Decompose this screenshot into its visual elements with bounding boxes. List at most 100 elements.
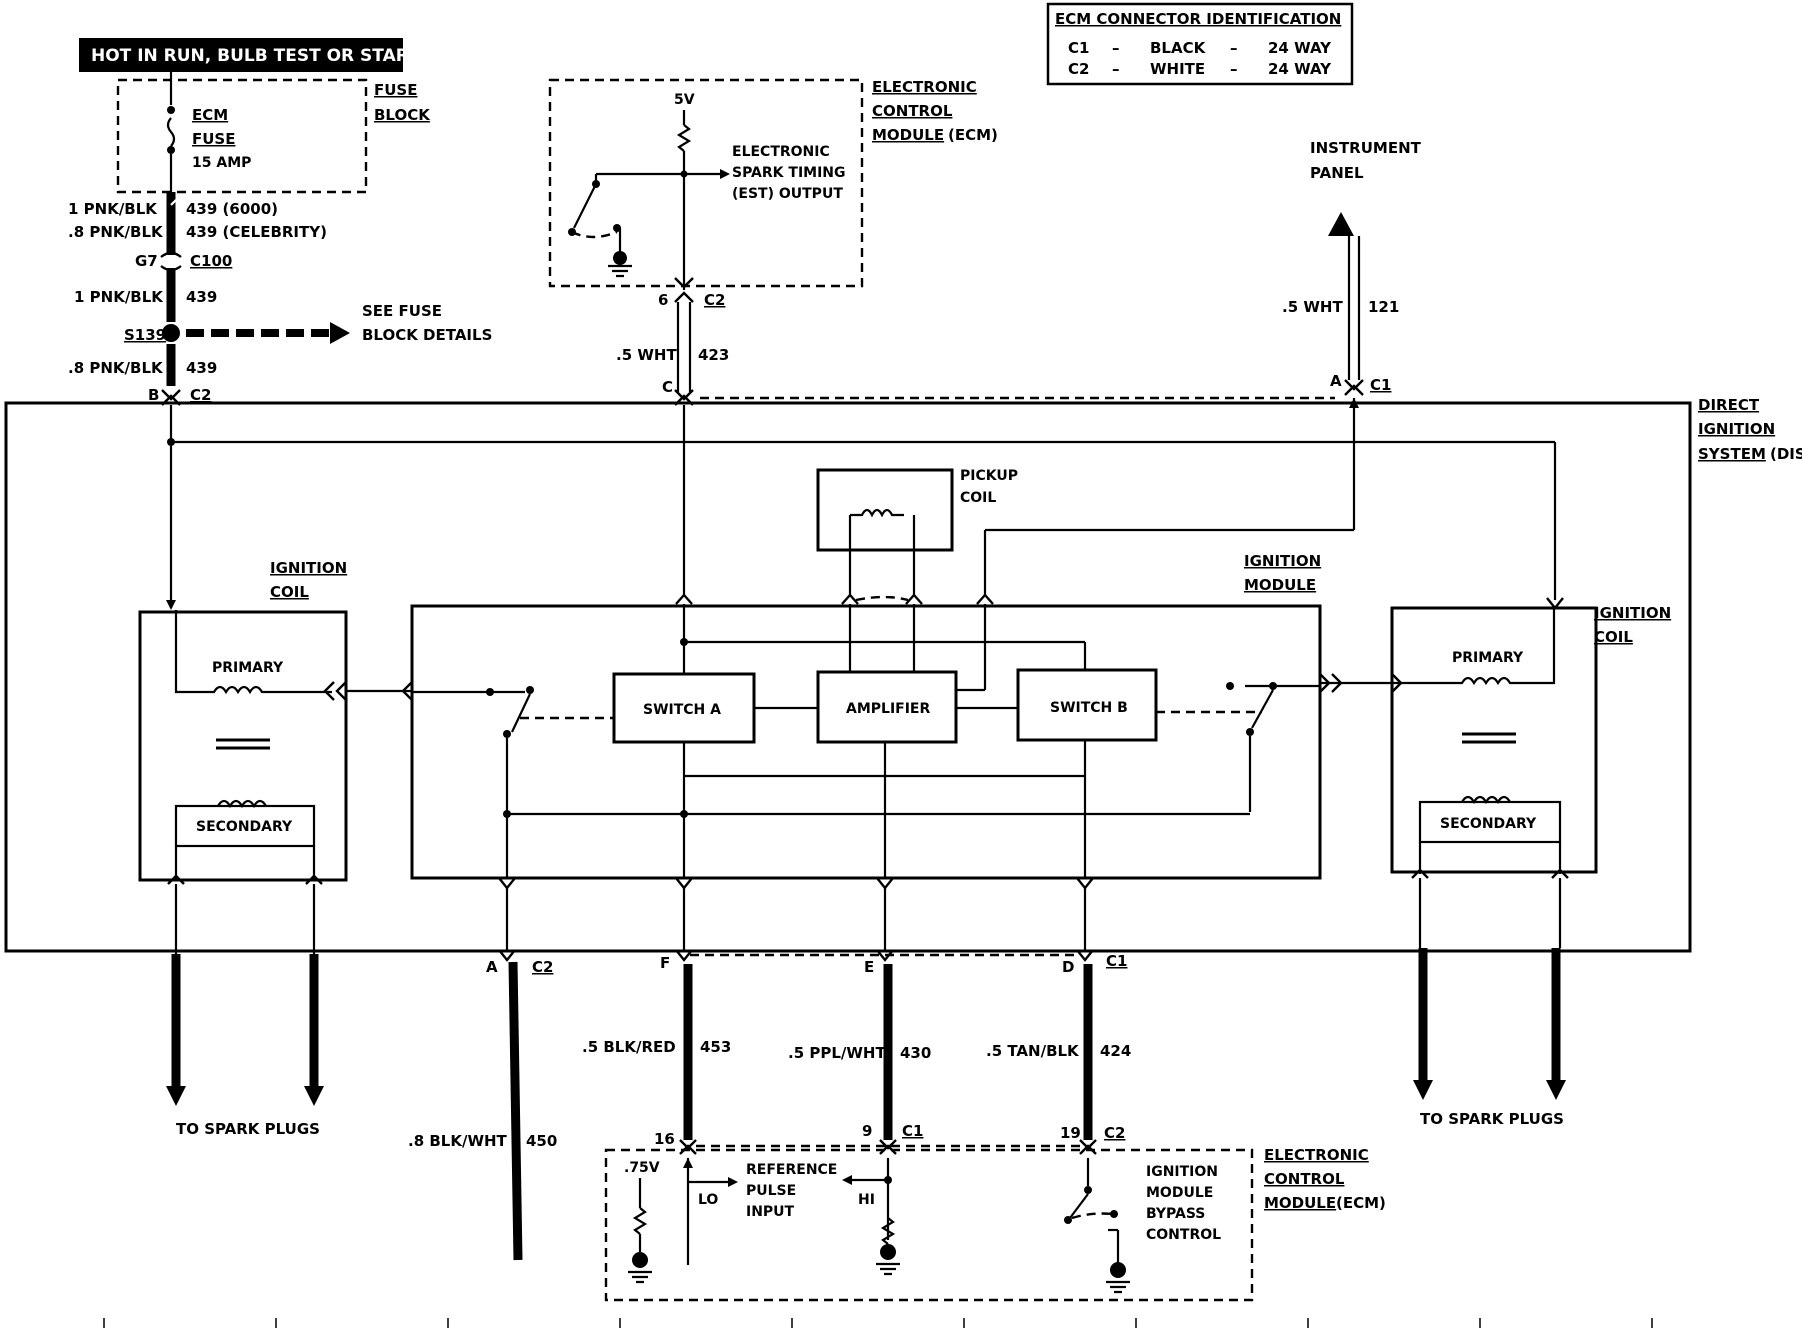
f-circuit: 453 (700, 1038, 731, 1056)
secondary-winding-icon (217, 799, 267, 809)
wire-4-circuit: 439 (186, 359, 217, 377)
bypass-label-2: MODULE (1146, 1185, 1213, 1201)
pin-f: F (660, 954, 670, 972)
arrow-down-icon (1413, 1080, 1433, 1100)
ip-pin-conn: C1 (1370, 376, 1391, 394)
switch-b-label: SWITCH B (1050, 700, 1128, 716)
module-label-2: MODULE (1244, 576, 1316, 594)
ecm-bottom-label-1: ELECTRONIC (1264, 1146, 1369, 1164)
conn-row-2-color: WHITE (1150, 60, 1205, 78)
f-gauge: .5 BLK/RED (582, 1038, 676, 1056)
conn-row-2-way: 24 WAY (1268, 60, 1332, 78)
bottom-wires: A C2 .8 BLK/WHT 450 F .5 BLK/RED 453 16 … (408, 952, 1131, 1261)
lo-label: LO (698, 1192, 718, 1208)
ignition-coil-left: IGNITION COIL PRIMARY SECONDARY (138, 559, 413, 885)
coil-left-label-1: IGNITION (270, 559, 347, 577)
arrow-down-icon (304, 1086, 324, 1106)
coil-left-primary: PRIMARY (212, 660, 284, 676)
coil-right-secondary: SECONDARY (1440, 816, 1537, 832)
a-circuit: 450 (526, 1132, 557, 1150)
arrow-up-icon (1328, 212, 1354, 236)
e-ecm-pin: 9 (862, 1122, 872, 1140)
bypass-label-1: IGNITION (1146, 1164, 1218, 1180)
coil-left-secondary: SECONDARY (196, 819, 293, 835)
ignition-coil-right: IGNITION COIL PRIMARY SECONDARY (1319, 604, 1671, 879)
pickup-label-2: COIL (960, 490, 996, 506)
d-ecm-pin: 19 (1060, 1124, 1081, 1142)
hi-label: HI (858, 1192, 875, 1208)
ecm-top-label-1: ELECTRONIC (872, 78, 977, 96)
bypass-label-4: CONTROL (1146, 1227, 1221, 1243)
ecm-bottom-label-4: (ECM) (1336, 1194, 1386, 1212)
arrow-down-icon (166, 1086, 186, 1106)
est-label-3: (EST) OUTPUT (732, 186, 843, 202)
wire-2-circuit: 439 (CELEBRITY) (186, 223, 327, 241)
d-ecm-conn: C2 (1104, 1124, 1125, 1142)
ecm-top: ELECTRONIC CONTROL MODULE (ECM) 5V ELECT… (548, 78, 998, 406)
ecm-top-label-4: (ECM) (948, 126, 998, 144)
header-banner-text: HOT IN RUN, BULB TEST OR START (91, 46, 420, 66)
conn-row-1-dash1: – (1112, 39, 1120, 57)
wire-2-gauge: .8 PNK/BLK (68, 223, 164, 241)
spark-left-label: TO SPARK PLUGS (176, 1120, 320, 1138)
est-label-2: SPARK TIMING (732, 165, 846, 181)
pin-b-conn: C2 (190, 386, 211, 404)
ecm-top-pin-conn: C2 (704, 291, 725, 309)
ground-icon (628, 1270, 652, 1284)
ground-icon (876, 1262, 900, 1276)
instrument-label-2: PANEL (1310, 164, 1364, 182)
coil-right-label-1: IGNITION (1594, 604, 1671, 622)
see-fuse-2: BLOCK DETAILS (362, 326, 492, 344)
ref-label-2: PULSE (746, 1183, 796, 1199)
ground-icon (1106, 1280, 1130, 1294)
conn-row-1-id: C1 (1068, 39, 1089, 57)
splice-label: S139 (124, 326, 166, 344)
arrow-down-icon (1546, 1080, 1566, 1100)
pin-a-conn: C2 (532, 958, 553, 976)
f-ecm-pin: 16 (654, 1130, 675, 1148)
ecm-connector-id-table: ECM CONNECTOR IDENTIFICATION C1 – BLACK … (1046, 2, 1354, 86)
resistor-icon (676, 124, 692, 152)
fuse-block: FUSE BLOCK ECM FUSE 15 AMP (116, 72, 431, 194)
c100-connector-icon (160, 251, 182, 272)
dis-label-2: IGNITION (1698, 420, 1775, 438)
wire-3-gauge: 1 PNK/BLK (74, 288, 164, 306)
module-outputs (498, 877, 1094, 962)
dis-box: DIRECT IGNITION SYSTEM (DIS) (4, 396, 1802, 953)
d-circuit: 424 (1100, 1042, 1131, 1060)
fuse-label-1: ECM (192, 106, 228, 124)
ecm-top-label-3: MODULE (872, 126, 944, 144)
conn-row-1-color: BLACK (1150, 39, 1207, 57)
dis-internal-wiring (166, 398, 1564, 610)
coil-right-primary: PRIMARY (1452, 650, 1524, 666)
resistor-icon (632, 1207, 648, 1235)
switch-left-icon (511, 693, 531, 733)
coil-left-label-2: COIL (270, 583, 309, 601)
coil-right-label-2: COIL (1594, 628, 1633, 646)
wire-1-gauge: 1 PNK/BLK (68, 200, 158, 218)
pickup-coil: PICKUP COIL (816, 468, 1018, 605)
pin-d-conn: C1 (1106, 952, 1127, 970)
connector-id-title: ECM CONNECTOR IDENTIFICATION (1055, 10, 1341, 28)
e-gauge: .5 PPL/WHT (788, 1044, 886, 1062)
spark-outputs-right: TO SPARK PLUGS (1413, 878, 1566, 1128)
ignition-module: IGNITION MODULE SWITCH A AMPLIFIER SWITC… (410, 552, 1322, 880)
c100-label: C100 (190, 252, 232, 270)
ecm-top-label-2: CONTROL (872, 102, 953, 120)
e-ecm-conn: C1 (902, 1122, 923, 1140)
wire-1-circuit: 439 (6000) (186, 200, 278, 218)
see-fuse-1: SEE FUSE (362, 302, 442, 320)
spark-right-label: TO SPARK PLUGS (1420, 1110, 1564, 1128)
est-wire-circuit: 423 (698, 346, 729, 364)
switch-right-icon (1251, 689, 1274, 729)
pin-e: E (864, 958, 874, 976)
pickup-label-1: PICKUP (960, 468, 1018, 484)
ecm-top-pin: 6 (658, 291, 668, 309)
ecm-bottom-voltage: .75V (624, 1160, 660, 1176)
spark-outputs-left: TO SPARK PLUGS (166, 884, 324, 1138)
bypass-label-3: BYPASS (1146, 1206, 1205, 1222)
a-gauge: .8 BLK/WHT (408, 1132, 508, 1150)
feed-wire-439: 1 PNK/BLK 439 (6000) .8 PNK/BLK 439 (CEL… (68, 192, 492, 406)
ground-icon (608, 264, 632, 278)
